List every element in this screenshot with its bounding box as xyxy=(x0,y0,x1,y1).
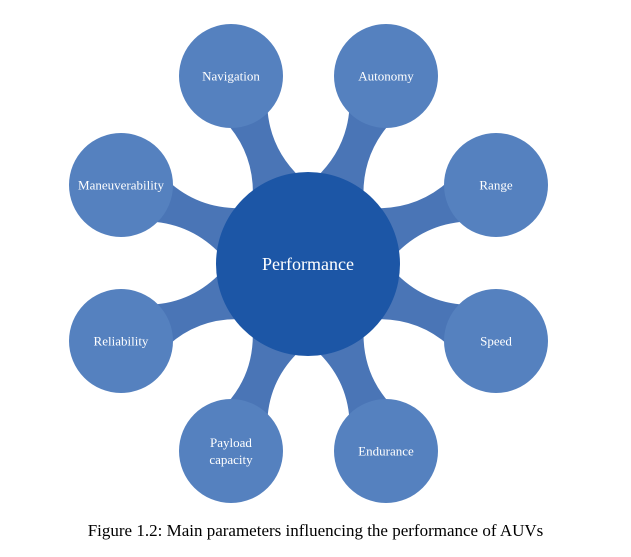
node-circle-navigation xyxy=(179,24,283,128)
node-circle-payload-capacity xyxy=(179,399,283,503)
connector-endurance xyxy=(315,329,391,421)
node-range: Range xyxy=(444,133,548,237)
connector-payload-capacity xyxy=(226,329,301,421)
node-label-range: Range xyxy=(479,178,512,193)
node-circle-reliability xyxy=(69,289,173,393)
center-label: Performance xyxy=(262,254,354,274)
node-autonomy: Autonomy xyxy=(334,24,438,128)
connector-navigation xyxy=(226,106,301,198)
center-circle xyxy=(216,172,400,356)
node-label-navigation: Navigation xyxy=(202,69,260,84)
connector-range xyxy=(373,180,466,257)
node-circle-maneuverability xyxy=(69,133,173,237)
node-circle-autonomy xyxy=(334,24,438,128)
node-label-autonomy: Autonomy xyxy=(358,69,414,84)
center-hub: Performance xyxy=(216,172,400,356)
node-navigation: Navigation xyxy=(179,24,283,128)
connector-speed xyxy=(374,271,466,346)
node-reliability: Reliability xyxy=(69,289,173,393)
node-label-reliability: Reliability xyxy=(94,334,149,349)
node-label-maneuverability: Maneuverability xyxy=(78,178,164,193)
connector-autonomy xyxy=(315,106,391,199)
node-maneuverability: Maneuverability xyxy=(69,133,173,237)
connectors xyxy=(151,106,466,421)
node-label-speed: Speed xyxy=(480,334,512,349)
node-circle-endurance xyxy=(334,399,438,503)
node-speed: Speed xyxy=(444,289,548,393)
node-circle-range xyxy=(444,133,548,237)
figure-caption: Figure 1.2: Main parameters influencing … xyxy=(87,521,544,540)
node-label-endurance: Endurance xyxy=(358,444,414,459)
connector-maneuverability xyxy=(151,181,243,257)
node-endurance: Endurance xyxy=(334,399,438,503)
connector-reliability xyxy=(151,271,243,346)
node-circle-speed xyxy=(444,289,548,393)
